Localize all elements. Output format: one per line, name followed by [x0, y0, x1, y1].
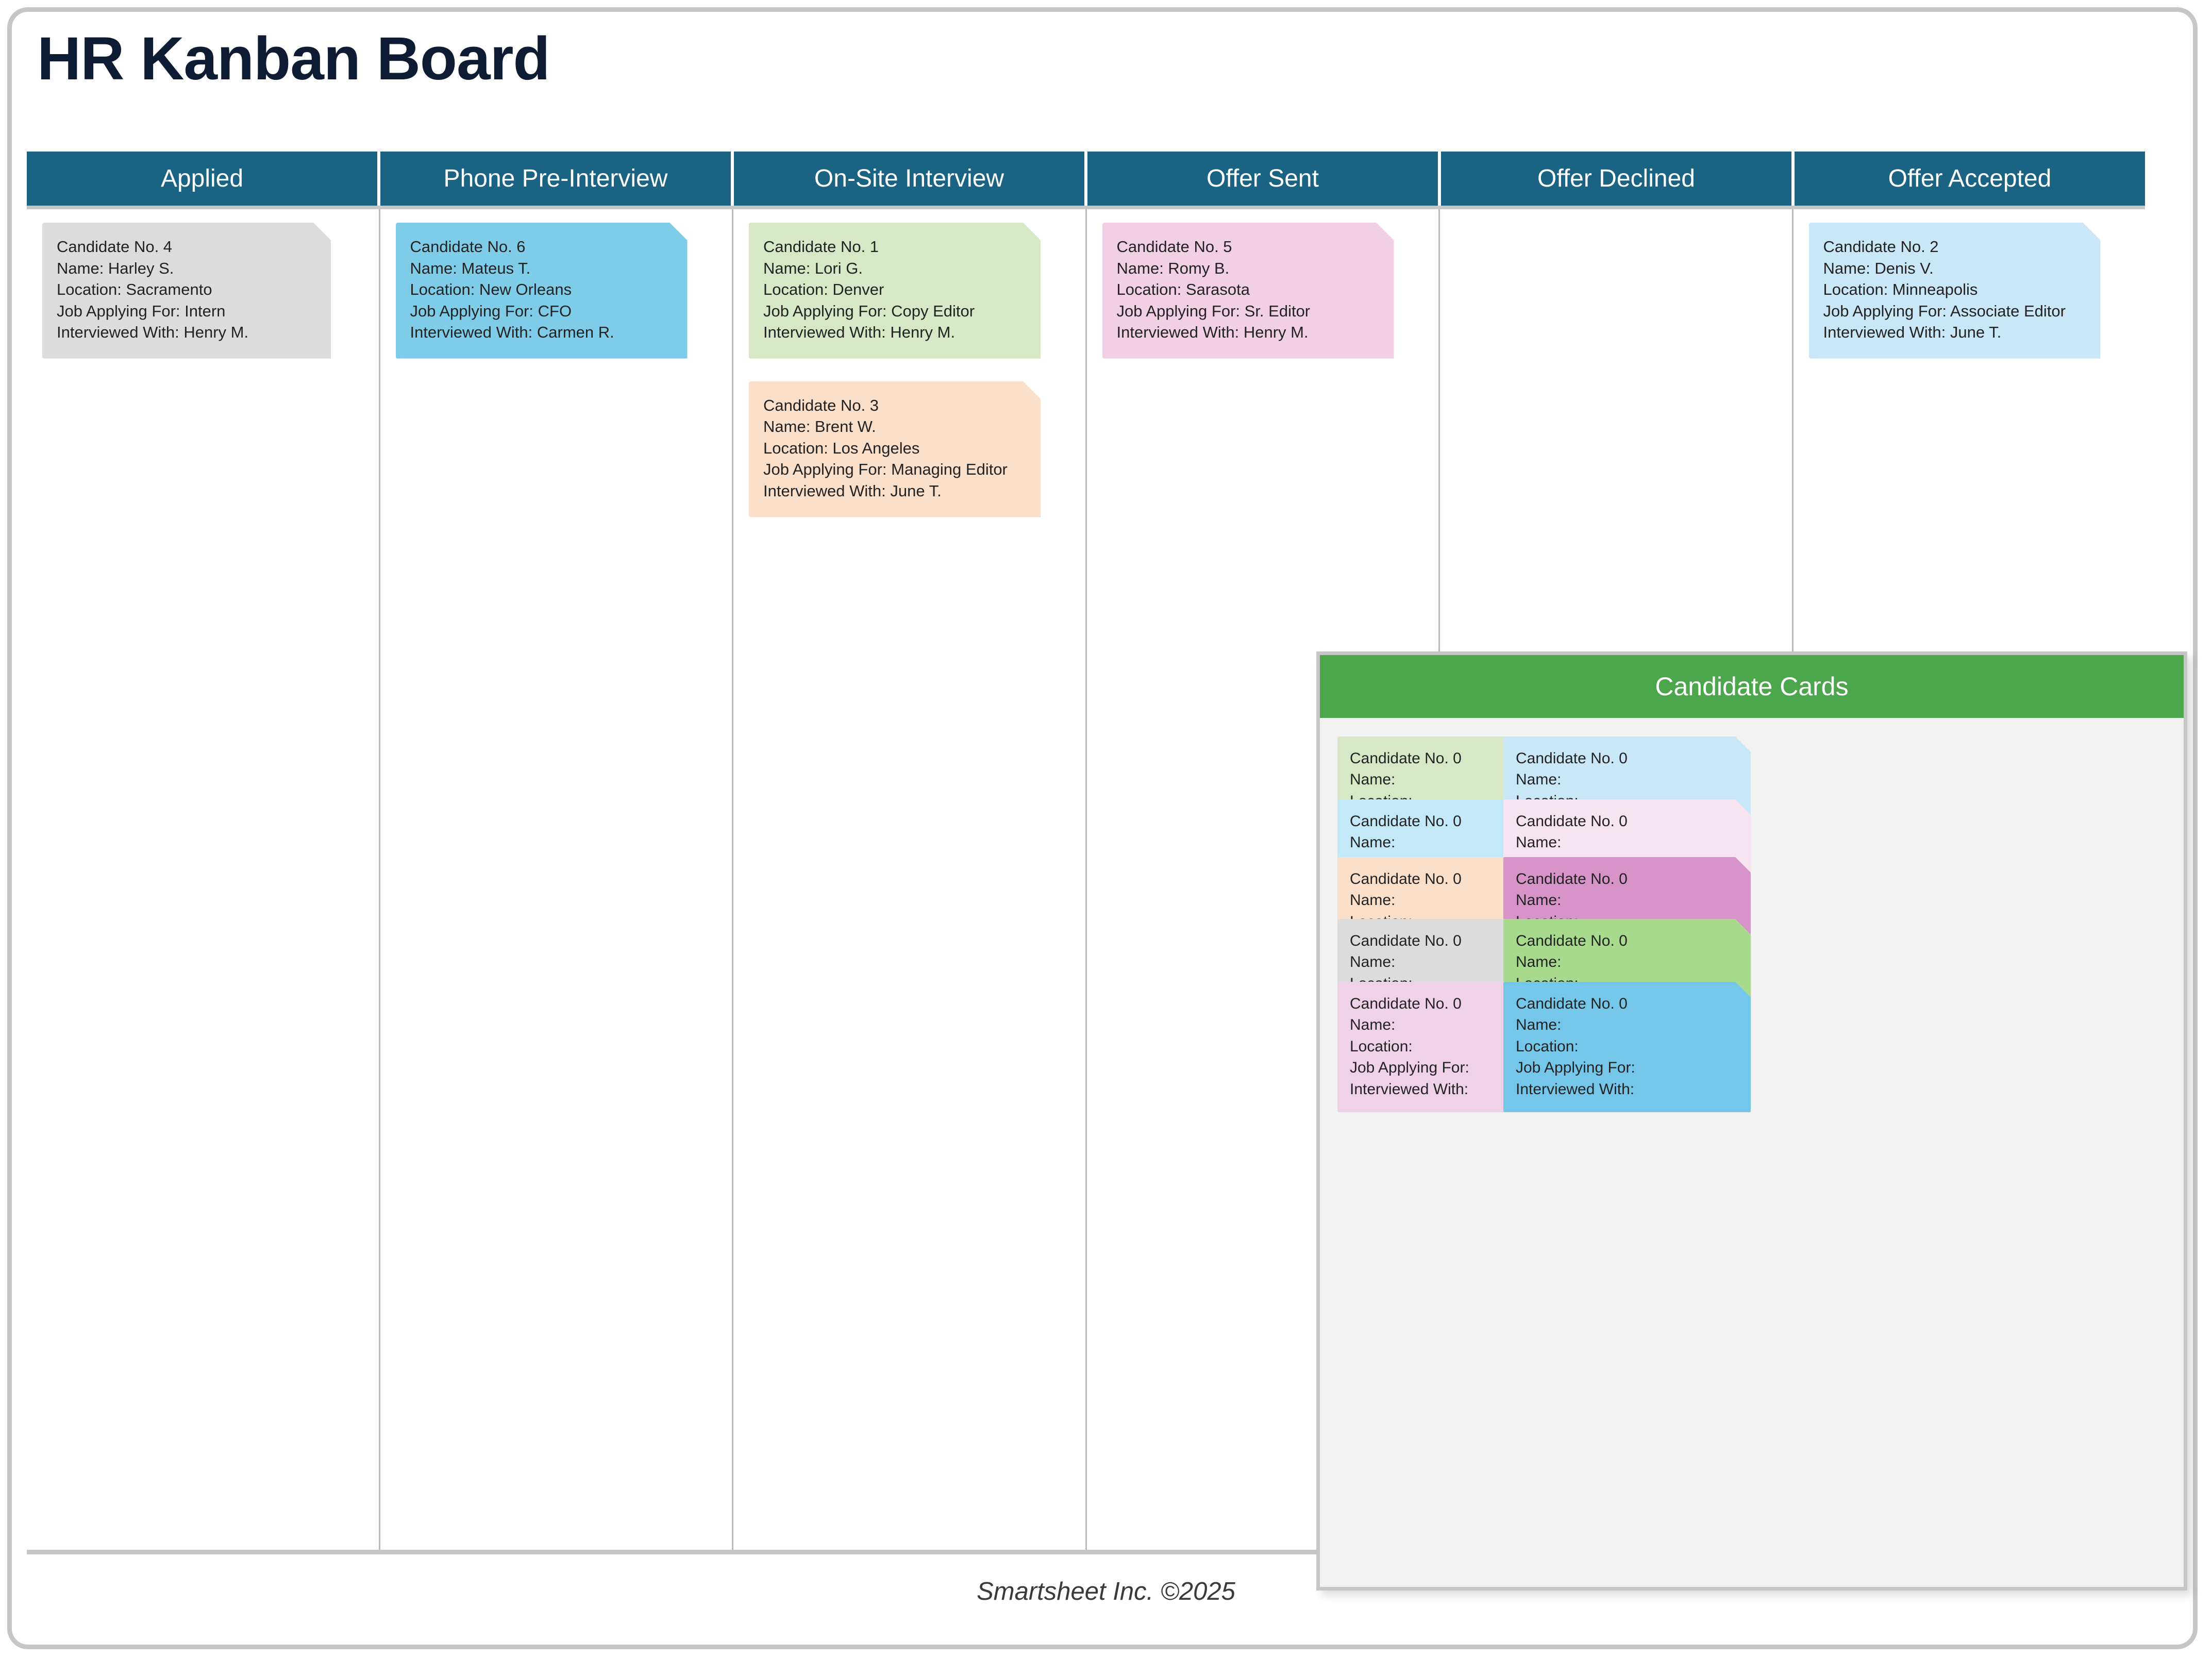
- card-line: Name: Romy B.: [1116, 259, 1230, 277]
- card-line: Name: Brent W.: [763, 417, 876, 436]
- card-line: Candidate No. 0: [1350, 995, 1462, 1012]
- card-line: Name:: [1516, 1016, 1562, 1034]
- card-line: Interviewed With: Henry M.: [1116, 323, 1309, 342]
- card-line: Interviewed With:: [1350, 1080, 1469, 1098]
- column-body-offer-accepted[interactable]: Candidate No. 2 Name: Denis V. Location: M…: [1794, 209, 2146, 1550]
- card-line: Job Applying For: Managing Editor: [763, 460, 1008, 479]
- kanban-column-bodies: Candidate No. 4 Name: Harley S. Location: …: [27, 209, 2145, 1554]
- card-line: Name:: [1516, 771, 1562, 789]
- card-line: Name: Harley S.: [57, 259, 174, 277]
- card-line: Location:: [1350, 1037, 1413, 1055]
- card-line: Name: Denis V.: [1823, 259, 1934, 277]
- card-line: Candidate No. 5: [1116, 238, 1232, 256]
- card-line: Name:: [1350, 892, 1396, 909]
- card-line: Candidate No. 0: [1516, 813, 1628, 830]
- column-body-phone-pre-interview[interactable]: Candidate No. 6 Name: Mateus T. Location: …: [380, 209, 733, 1550]
- card-line: Job Applying For: Intern: [57, 302, 226, 320]
- column-header-offer-sent[interactable]: Offer Sent: [1087, 152, 1441, 206]
- card-line: Name:: [1350, 953, 1396, 971]
- card-line: Name:: [1516, 892, 1562, 909]
- card-line: Location:: [1516, 1037, 1579, 1055]
- card-line: Candidate No. 0: [1350, 932, 1462, 949]
- card-line: Name:: [1516, 953, 1562, 971]
- card-line: Name:: [1350, 834, 1396, 851]
- candidate-card[interactable]: Candidate No. 2 Name: Denis V. Location: M…: [1809, 223, 2101, 359]
- card-line: Location: Los Angeles: [763, 439, 920, 457]
- card-line: Interviewed With: June T.: [1823, 323, 2002, 342]
- candidate-card[interactable]: Candidate No. 6 Name: Mateus T. Location: …: [396, 223, 688, 359]
- card-line: Job Applying For:: [1516, 1059, 1635, 1077]
- column-header-applied[interactable]: Applied: [27, 152, 380, 206]
- card-line: Candidate No. 0: [1516, 870, 1628, 887]
- card-line: Name: Mateus T.: [410, 259, 531, 277]
- card-line: Location: Minneapolis: [1823, 280, 1978, 299]
- card-line: Job Applying For: CFO: [410, 302, 572, 320]
- column-header-phone-pre-interview[interactable]: Phone Pre-Interview: [380, 152, 734, 206]
- page-title: HR Kanban Board: [37, 25, 550, 93]
- card-line: Candidate No. 6: [410, 238, 526, 256]
- card-line: Interviewed With: Henry M.: [57, 323, 249, 342]
- card-line: Interviewed With: Carmen R.: [410, 323, 614, 342]
- card-line: Interviewed With:: [1516, 1080, 1635, 1098]
- candidate-card[interactable]: Candidate No. 1 Name: Lori G. Location: De…: [749, 223, 1041, 359]
- card-line: Candidate No. 0: [1516, 995, 1628, 1012]
- column-body-offer-sent[interactable]: Candidate No. 5 Name: Romy B. Location: Sa…: [1087, 209, 1440, 1550]
- column-body-applied[interactable]: Candidate No. 4 Name: Harley S. Location: …: [27, 209, 380, 1550]
- card-line: Candidate No. 3: [763, 396, 879, 414]
- candidate-card[interactable]: Candidate No. 4 Name: Harley S. Location: …: [42, 223, 331, 359]
- card-line: Job Applying For: Copy Editor: [763, 302, 975, 320]
- candidate-cards-panel: Candidate Cards Candidate No. 0 Name: Loca…: [1316, 651, 2187, 1590]
- card-line: Candidate No. 0: [1516, 932, 1628, 949]
- candidate-card[interactable]: Candidate No. 5 Name: Romy B. Location: Sa…: [1102, 223, 1394, 359]
- candidate-cards-grid: Candidate No. 0 Name: Location: Job Applyin…: [1320, 718, 2184, 1587]
- card-line: Name:: [1350, 1016, 1396, 1034]
- card-line: Name: Lori G.: [763, 259, 863, 277]
- card-line: Job Applying For: Sr. Editor: [1116, 302, 1311, 320]
- card-line: Location: Sacramento: [57, 280, 212, 299]
- card-line: Name:: [1516, 834, 1562, 851]
- column-body-on-site-interview[interactable]: Candidate No. 1 Name: Lori G. Location: De…: [733, 209, 1087, 1550]
- card-line: Location: New Orleans: [410, 280, 572, 299]
- card-line: Candidate No. 1: [763, 238, 879, 256]
- candidate-card[interactable]: Candidate No. 3 Name: Brent W. Location: L…: [749, 381, 1041, 517]
- card-line: Name:: [1350, 771, 1396, 789]
- card-line: Candidate No. 4: [57, 238, 173, 256]
- column-header-offer-accepted[interactable]: Offer Accepted: [1795, 152, 2145, 206]
- card-line: Candidate No. 0: [1516, 750, 1628, 767]
- candidate-cards-title: Candidate Cards: [1320, 655, 2184, 718]
- card-line: Candidate No. 0: [1350, 870, 1462, 887]
- column-header-offer-declined[interactable]: Offer Declined: [1441, 152, 1795, 206]
- card-line: Interviewed With: June T.: [763, 481, 942, 500]
- card-line: Candidate No. 0: [1350, 750, 1462, 767]
- card-line: Location: Denver: [763, 280, 884, 299]
- card-line: Candidate No. 0: [1350, 813, 1462, 830]
- card-line: Interviewed With: Henry M.: [763, 323, 956, 342]
- footer-copyright: Smartsheet Inc. ©2025: [977, 1578, 1235, 1605]
- card-line: Job Applying For:: [1350, 1059, 1469, 1077]
- card-line: Job Applying For: Associate Editor: [1823, 302, 2066, 320]
- column-header-on-site-interview[interactable]: On-Site Interview: [734, 152, 1087, 206]
- card-line: Candidate No. 2: [1823, 238, 1939, 256]
- card-line: Location: Sarasota: [1116, 280, 1250, 299]
- candidate-card-template[interactable]: Candidate No. 0 Name: Location: Job Applyin…: [1503, 982, 1751, 1112]
